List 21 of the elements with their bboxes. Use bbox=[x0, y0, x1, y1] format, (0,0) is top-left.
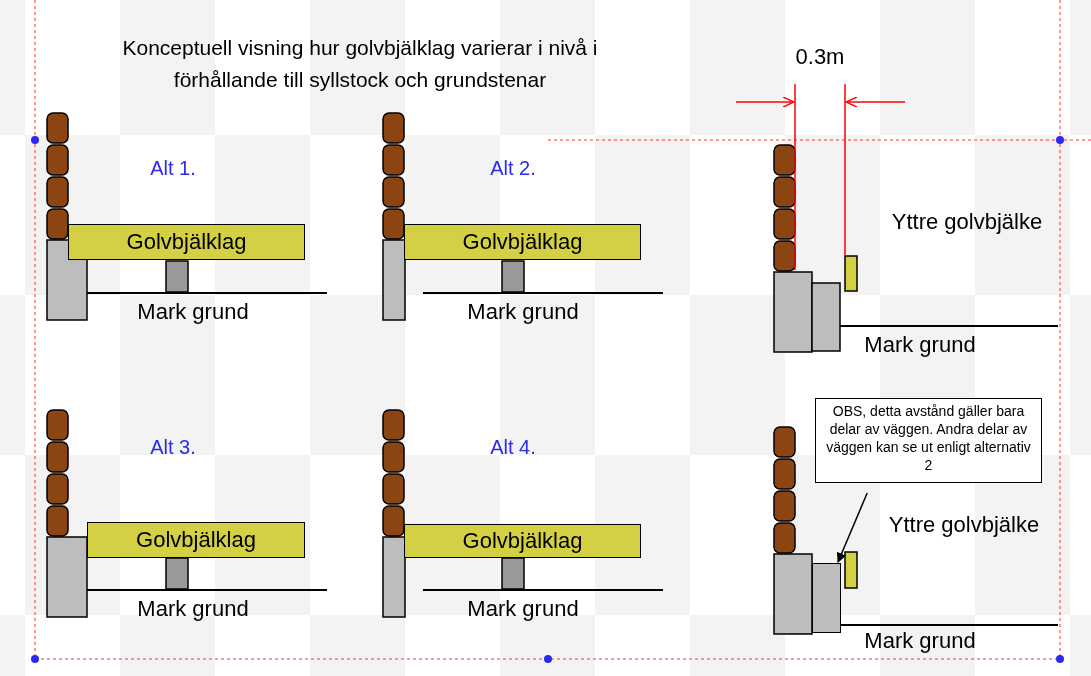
floor-joist-bar: Golvbjälklag bbox=[404, 224, 641, 260]
floor-joist-bar: Golvbjälklag bbox=[68, 224, 305, 260]
ground-label: Mark grund bbox=[467, 596, 579, 622]
part-label: Yttre golvbjälke bbox=[891, 209, 1043, 235]
ground-label: Mark grund bbox=[864, 332, 976, 358]
part-label: Yttre golvbjälke bbox=[888, 512, 1040, 538]
ground-label: Mark grund bbox=[467, 299, 579, 325]
title-text: Konceptuell visning hur golvbjälklag varierar i nivå i förhållande till syllstock och grundstenar bbox=[121, 35, 599, 93]
ground-label: Mark grund bbox=[864, 628, 976, 654]
leader-arrow bbox=[836, 492, 868, 563]
floor-joist-bar: Golvbjälklag bbox=[87, 522, 305, 558]
alternative-label: Alt 4. bbox=[490, 435, 536, 459]
ground-label: Mark grund bbox=[137, 299, 249, 325]
alternative-label: Alt 2. bbox=[490, 156, 536, 180]
note-box: OBS, detta avstånd gäller bara delar av väggen. Andra delar av väggen kan se ut enligt alternativ 2 bbox=[815, 398, 1042, 483]
inner-stone bbox=[812, 563, 841, 633]
floor-joist-bar: Golvbjälklag bbox=[404, 524, 641, 558]
alternative-label: Alt 3. bbox=[150, 435, 196, 459]
alternative-label: Alt 1. bbox=[150, 156, 196, 180]
ground-label: Mark grund bbox=[137, 596, 249, 622]
dimension-label: 0.3m bbox=[795, 44, 845, 70]
